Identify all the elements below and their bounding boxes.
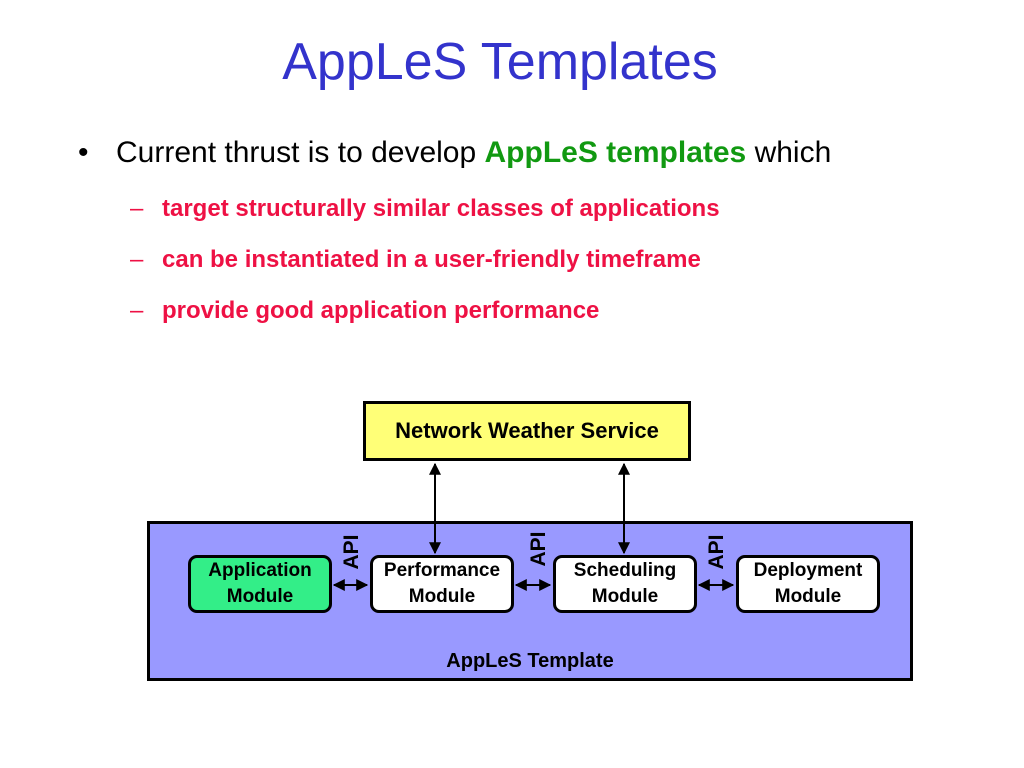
deployment-module: Deployment Module [736, 555, 880, 613]
module-line2: Module [226, 586, 294, 607]
module-line2: Module [408, 586, 476, 607]
module-line1: Performance [383, 560, 501, 581]
application-module: Application Module [188, 555, 332, 613]
sub-bullet-marker: – [130, 195, 144, 222]
template-label: AppLeS Template [446, 650, 614, 672]
module-line2: Module [591, 586, 659, 607]
bullet-text-after: which [746, 136, 832, 169]
sub-bullet-3: –provide good application performance [130, 297, 599, 325]
module-line1: Application [208, 560, 312, 581]
sub-bullet-2: –can be instantiated in a user-friendly … [130, 246, 701, 274]
slide-title: AppLeS Templates [282, 33, 718, 91]
performance-module: Performance Module [370, 555, 514, 613]
nws-label: Network Weather Service [395, 418, 659, 443]
network-weather-service-box: Network Weather Service [363, 401, 691, 461]
sub-bullet-1: –target structurally similar classes of … [130, 195, 720, 223]
main-bullet: • Current thrust is to develop AppLeS tem… [78, 136, 831, 170]
bullet-text-before: Current thrust is to develop [116, 136, 485, 169]
sub-bullet-text: provide good application performance [162, 297, 600, 324]
bullet-marker: • [78, 136, 89, 169]
scheduling-module: Scheduling Module [553, 555, 697, 613]
sub-bullet-text: can be instantiated in a user-friendly t… [162, 246, 701, 273]
module-line1: Scheduling [573, 560, 677, 581]
sub-bullet-text: target structurally similar classes of a… [162, 195, 720, 222]
bullet-highlight: AppLeS templates [484, 136, 747, 169]
sub-bullet-marker: – [130, 297, 144, 324]
module-line1: Deployment [753, 560, 863, 581]
sub-bullet-marker: – [130, 246, 144, 273]
module-line2: Module [774, 586, 842, 607]
